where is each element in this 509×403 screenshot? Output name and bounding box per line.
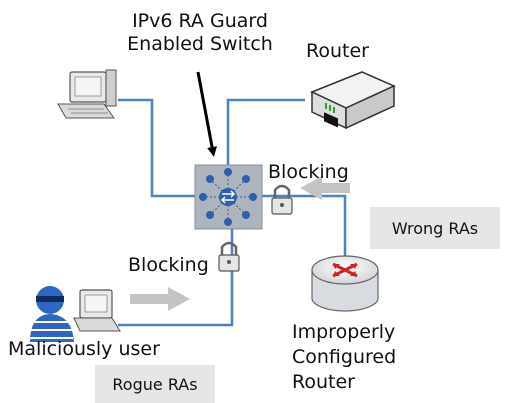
lock-icon bbox=[218, 241, 240, 272]
rogue-ras-arrow bbox=[130, 287, 190, 311]
improper-router-label-line2: Configured bbox=[292, 346, 397, 368]
blocking-label-left: Blocking bbox=[128, 254, 209, 276]
ra-guard-switch bbox=[194, 164, 263, 230]
link-pc-to-switch bbox=[118, 98, 195, 198]
router-device-icon bbox=[310, 71, 396, 130]
lock-icon bbox=[271, 184, 293, 215]
router-label: Router bbox=[306, 40, 369, 62]
wrong-ras-callout: Wrong RAs bbox=[370, 207, 500, 249]
workstation-icon bbox=[57, 69, 117, 119]
link-switch-to-router bbox=[226, 98, 305, 165]
wrong-ras-arrow bbox=[300, 176, 350, 200]
rogue-ras-callout: Rogue RAs bbox=[95, 365, 215, 403]
link-switch-to-malicious-user bbox=[118, 228, 234, 327]
malicious-user-icon bbox=[30, 286, 121, 342]
blocking-label-right: Blocking bbox=[268, 161, 349, 183]
switch-title-line1: IPv6 RA Guard bbox=[132, 10, 268, 32]
pointer-arrow bbox=[196, 71, 217, 157]
improper-router-label-line1: Improperly bbox=[292, 321, 396, 343]
malicious-user-label: Maliciously user bbox=[8, 338, 160, 360]
improper-router-icon bbox=[311, 255, 379, 312]
switch-title-line2: Enabled Switch bbox=[127, 33, 273, 55]
improper-router-label-line3: Router bbox=[292, 371, 355, 393]
